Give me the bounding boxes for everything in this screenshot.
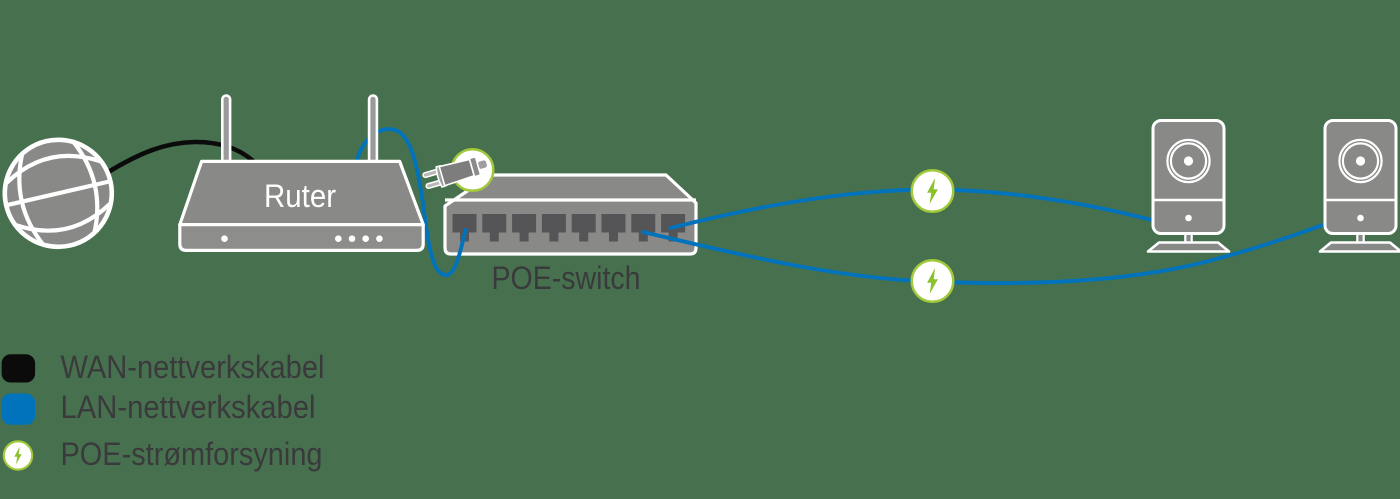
svg-text:POE-strømforsyning: POE-strømforsyning — [61, 436, 323, 472]
svg-text:Ruter: Ruter — [264, 178, 336, 214]
svg-text:WAN-nettverkskabel: WAN-nettverkskabel — [61, 349, 325, 385]
svg-text:POE-switch: POE-switch — [492, 260, 641, 296]
svg-text:LAN-nettverkskabel: LAN-nettverkskabel — [61, 389, 316, 425]
